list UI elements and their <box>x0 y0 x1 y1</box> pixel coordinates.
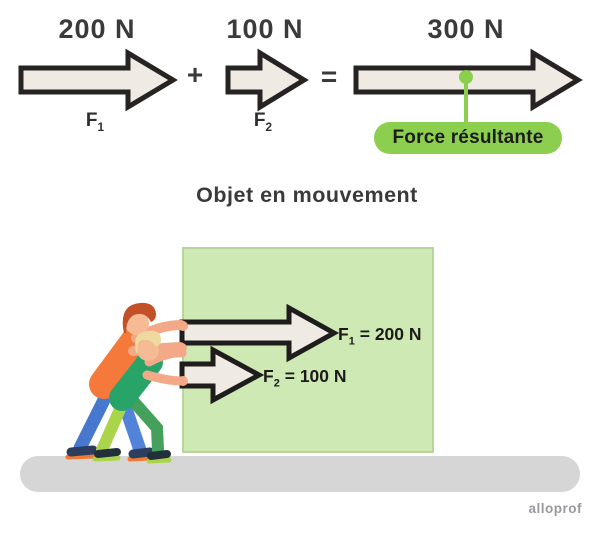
force2-symbol: F2 <box>233 111 293 134</box>
box-force1-symbol: F <box>338 324 349 344</box>
box-title: Objet en mouvement <box>196 183 418 207</box>
plus-operator: + <box>186 59 204 90</box>
force1-arrow <box>18 48 178 112</box>
person-2 <box>92 321 188 464</box>
box-force1-equation: = 200 N <box>359 324 422 344</box>
box-force2-arrow <box>179 345 265 405</box>
resultant-value-label: 300 N <box>427 14 505 44</box>
force1-symbol-subscript: 1 <box>97 120 105 134</box>
box-force2-equation: = 100 N <box>284 366 347 386</box>
force2-symbol-subscript: 2 <box>265 120 273 134</box>
people-pushing-illustration <box>65 302 188 464</box>
box-force2-subscript: 2 <box>273 377 280 390</box>
resultant-badge-label: Force résultante <box>392 127 544 148</box>
box-force1-arrow <box>179 303 340 363</box>
alloprof-logo: alloprof <box>528 501 582 516</box>
equals-operator: = <box>320 61 338 92</box>
force1-symbol: F1 <box>65 111 125 134</box>
box-force2-symbol: F <box>263 366 274 386</box>
force2-value-label: 100 N <box>226 14 304 44</box>
force2-arrow <box>225 48 309 112</box>
force2-symbol-letter: F <box>253 110 266 131</box>
box-force1-label: F1 = 200 N <box>338 324 422 348</box>
force1-value-label: 200 N <box>58 14 136 44</box>
ground <box>20 456 580 492</box>
box-force2-label: F2 = 100 N <box>263 366 347 390</box>
force1-symbol-letter: F <box>85 110 98 131</box>
badge-connector-dot <box>459 70 473 84</box>
resultant-force-badge: Force résultante <box>374 122 562 154</box>
box-force1-subscript: 1 <box>348 335 355 348</box>
